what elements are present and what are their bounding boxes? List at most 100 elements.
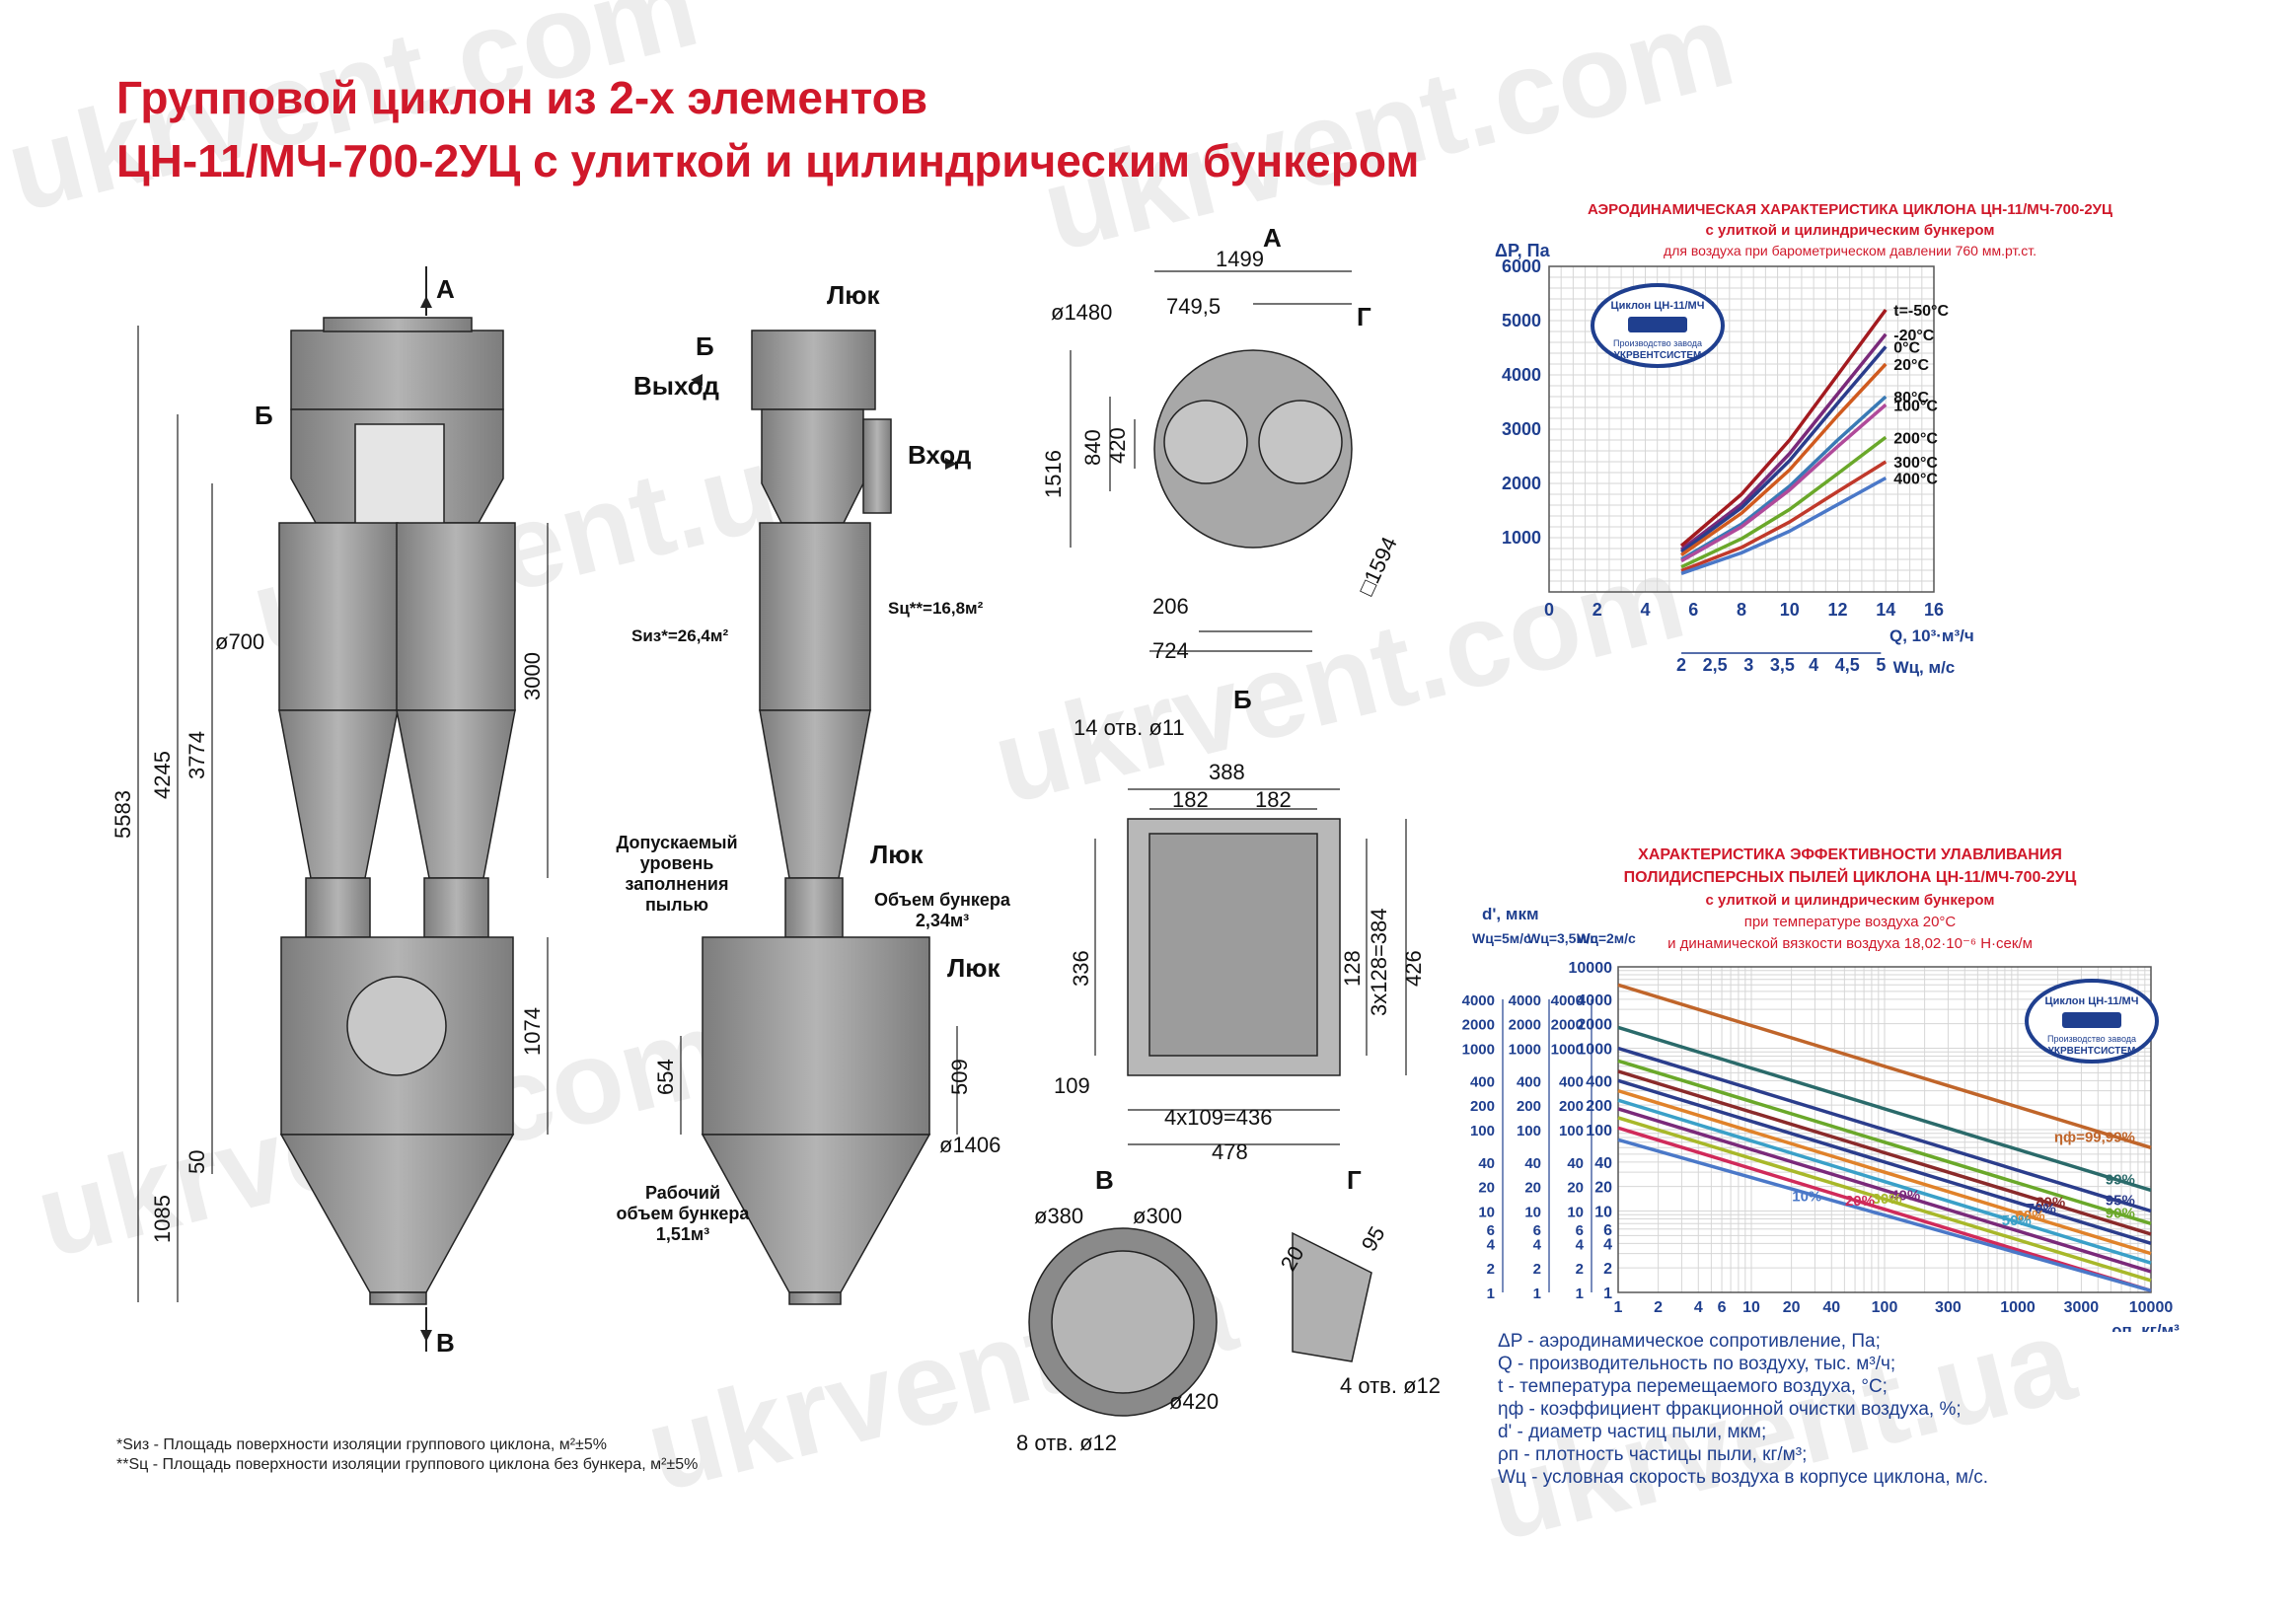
series-line <box>1617 1078 2152 1246</box>
extra-y-tick-label: 1 <box>1533 1285 1541 1302</box>
page-title-line2: ЦН-11/МЧ-700-2УЦ с улиткой и цилиндричес… <box>116 135 1420 186</box>
front-cyl-left <box>278 522 399 711</box>
extra-y-tick-label: 40 <box>1478 1155 1495 1172</box>
y-tick-label: 10000 <box>1569 960 1613 977</box>
extra-y-tick-label: 100 <box>1470 1123 1495 1139</box>
legend-line: ΔP - аэродинамическое сопротивление, Па; <box>1498 1331 1881 1352</box>
y-tick-label: 5000 <box>1502 311 1541 331</box>
front-outlet-box <box>290 330 504 410</box>
view-a-left-pipe <box>1163 400 1248 484</box>
x-tick-label: 3000 <box>2064 1299 2100 1316</box>
x-tick-label: 12 <box>1827 600 1847 620</box>
x-tick-label: 1000 <box>2000 1299 2036 1316</box>
extra-y-tick-label: 4 <box>1487 1236 1496 1253</box>
side-cyl <box>759 522 871 711</box>
y-tick-label: 6 <box>1603 1222 1612 1239</box>
footnote-1: *Sиз - Площадь поверхности изоляции груп… <box>116 1436 607 1453</box>
dim-4x109: 4x109=436 <box>1164 1105 1273 1130</box>
x-tick-label: 4 <box>1694 1299 1703 1316</box>
front-view-v-mark: В <box>436 1328 455 1358</box>
extra-y-tick-label: 200 <box>1470 1098 1495 1115</box>
view-v-label: В <box>1095 1165 1114 1195</box>
extra-y-tick-label: 2000 <box>1509 1017 1541 1034</box>
front-outlet-flange <box>323 317 473 332</box>
series-label: 90% <box>2106 1205 2135 1221</box>
x-tick-label: 0 <box>1544 600 1554 620</box>
y-axis-label: ΔP, Па <box>1495 241 1551 260</box>
side-hatch3-label: Люк <box>947 953 1000 983</box>
y-tick-label: 1000 <box>1577 1042 1612 1059</box>
dim-o380: ø380 <box>1034 1204 1083 1228</box>
dim-1516: 1516 <box>1041 450 1066 498</box>
side-outlet-box <box>751 330 876 410</box>
legend-line: t - температура перемещаемого воздуха, °… <box>1498 1376 1888 1397</box>
front-bunker-cone <box>279 1134 515 1293</box>
front-view-a-mark: А <box>436 274 455 304</box>
x-tick-label: 14 <box>1876 600 1895 620</box>
extra-y-tick-label: 6 <box>1487 1222 1495 1239</box>
stamp-maker: Производство завода <box>1613 338 1702 348</box>
dim-4245: 4245 <box>150 751 175 799</box>
series-label: 80°C <box>1893 390 1929 406</box>
dim-o300: ø300 <box>1133 1204 1182 1228</box>
x-tick-label: 6 <box>1718 1299 1727 1316</box>
series-label: 80% <box>2036 1194 2065 1211</box>
view-b-opening <box>1148 833 1318 1057</box>
series-line <box>1679 308 1888 548</box>
dim-1085: 1085 <box>150 1195 175 1243</box>
series-line <box>1680 332 1888 551</box>
front-outlet-pipe <box>369 1291 427 1305</box>
front-cone-right <box>396 709 516 879</box>
dim-109: 109 <box>1054 1073 1090 1098</box>
extra-y-tick-label: 1000 <box>1551 1042 1584 1059</box>
x-tick-label: 100 <box>1872 1299 1898 1316</box>
series-line <box>1617 1069 2152 1236</box>
extra-y-tick-label: 400 <box>1517 1073 1541 1090</box>
view-a-g-mark: Г <box>1357 302 1371 331</box>
dim-1594: □1594 <box>1354 533 1402 599</box>
series-label: 20% <box>1845 1193 1875 1210</box>
x2-axis-label: Wц, м/с <box>1893 658 1956 677</box>
side-bunker <box>702 936 930 1136</box>
extra-y-tick-label: 6 <box>1533 1222 1541 1239</box>
series-line <box>1680 403 1888 563</box>
y-tick-label: 400 <box>1586 1073 1612 1090</box>
x-axis-label: ρп, кг/м³ <box>2111 1321 2180 1332</box>
stamp-text: Циклон ЦН-11/МЧ <box>1611 300 1705 312</box>
footnote-2: **Sц - Площадь поверхности изоляции груп… <box>116 1456 699 1473</box>
x-tick-label: 300 <box>1935 1299 1962 1316</box>
x2-tick-label: 3,5 <box>1770 655 1795 675</box>
dim-50: 50 <box>185 1150 209 1174</box>
series-label: t=-50°C <box>1893 303 1949 320</box>
front-cone-left <box>278 709 399 879</box>
chart2-note2: и динамической вязкости воздуха 18,02·10… <box>1667 935 2033 952</box>
view-v-holes: 8 отв. ø12 <box>1016 1431 1117 1455</box>
y-tick-label: 3000 <box>1502 419 1541 439</box>
chart2-title2: ПОЛИДИСПЕРСНЫХ ПЫЛЕЙ ЦИКЛОНА ЦН-11/МЧ-70… <box>1623 869 2077 886</box>
extra-y-tick-label: 1 <box>1487 1285 1495 1302</box>
legend-line: ρп - плотность частицы пыли, кг/м³; <box>1498 1444 1808 1465</box>
dim-206: 206 <box>1152 594 1189 619</box>
extra-y-tick-label: 200 <box>1559 1098 1584 1115</box>
view-b-holes: 14 отв. ø11 <box>1074 715 1185 740</box>
extra-y-tick-label: 1000 <box>1509 1042 1541 1059</box>
extra-y-tick-label: 2000 <box>1551 1017 1584 1034</box>
extra-y-tick-label: 10 <box>1478 1205 1495 1221</box>
y-tick-label: 4000 <box>1577 992 1612 1009</box>
series-label: 20°C <box>1893 357 1929 374</box>
y-tick-label: 100 <box>1586 1123 1612 1139</box>
series-line <box>1617 1107 2152 1274</box>
column-label: Wц=5м/с <box>1472 930 1531 946</box>
front-cyl-right <box>396 522 516 711</box>
x-tick-label: 10 <box>1742 1299 1760 1316</box>
y-tick-label: 40 <box>1594 1155 1612 1172</box>
extra-y-tick-label: 4 <box>1576 1236 1585 1253</box>
dim-o1480: ø1480 <box>1051 300 1112 325</box>
series-line <box>1617 1059 2152 1225</box>
dim-3x128: 3x128=384 <box>1367 909 1391 1017</box>
x-tick-label: 40 <box>1822 1299 1840 1316</box>
x-tick-label: 1 <box>1614 1299 1623 1316</box>
manufacturer-stamp: Циклон ЦН-11/МЧ Производство завода УКРВ… <box>1591 283 1725 368</box>
view-a-right-pipe <box>1258 400 1343 484</box>
